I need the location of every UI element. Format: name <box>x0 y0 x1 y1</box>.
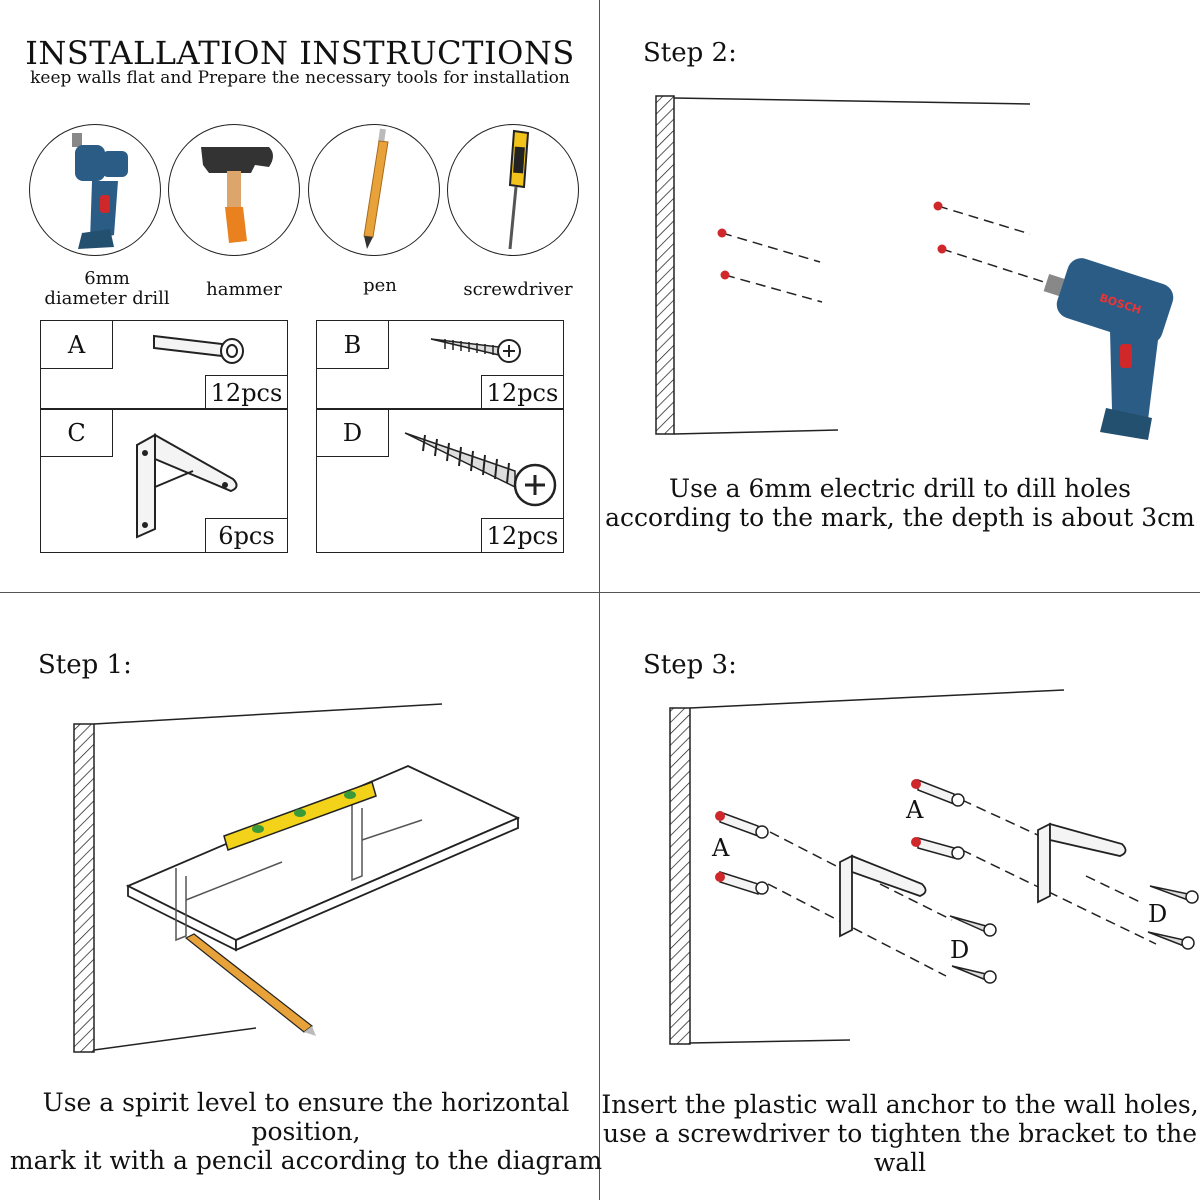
part-box-a: A 12pcs <box>40 320 288 410</box>
wall-section <box>655 95 675 435</box>
hammer-icon <box>201 147 273 243</box>
step2-panel: Step 2: BOSCH Use a 6mm el <box>600 0 1200 600</box>
step2-caption: Use a 6mm electric drill to dill holes a… <box>605 474 1195 532</box>
callout-d-right: D <box>1148 900 1167 928</box>
callout-d-left: D <box>950 936 969 964</box>
step3-caption: Insert the plastic wall anchor to the wa… <box>601 1090 1199 1177</box>
wall-anchors <box>719 778 965 896</box>
bracket-icon <box>136 433 238 539</box>
screwdriver-icon <box>508 129 530 250</box>
step1-caption: Use a spirit level to ensure the horizon… <box>9 1088 603 1175</box>
part-quantity: 6pcs <box>205 518 287 552</box>
step3-panel: Step 3: <box>600 600 1200 1200</box>
part-letter: A <box>41 321 113 369</box>
part-quantity: 12pcs <box>481 518 563 552</box>
part-letter: C <box>41 409 113 457</box>
pencil-icon <box>184 933 316 1036</box>
shelf-brackets <box>175 800 423 942</box>
pen-icon <box>363 128 389 249</box>
horizontal-divider <box>0 592 1200 593</box>
pen-label: pen <box>363 275 397 296</box>
part-quantity: 12pcs <box>481 375 563 409</box>
callout-a-left: A <box>711 834 730 862</box>
page-title: INSTALLATION INSTRUCTIONS <box>25 34 575 72</box>
step3-label: Step 3: <box>643 650 737 680</box>
page-subtitle: keep walls flat and Prepare the necessar… <box>30 68 570 88</box>
shelf-board <box>125 765 521 952</box>
power-drill-icon: BOSCH <box>1043 258 1174 440</box>
hammer-label: hammer <box>206 279 282 300</box>
step1-scene <box>73 703 521 1053</box>
large-screw-icon <box>404 432 557 507</box>
callout-a-right: A <box>905 796 924 824</box>
tool-circle-hammer <box>168 124 300 256</box>
drill-icon <box>72 133 128 249</box>
part-letter: B <box>317 321 389 369</box>
part-letter: D <box>317 409 389 457</box>
step1-panel: Step 1: <box>0 600 602 1200</box>
tools-and-parts-panel: INSTALLATION INSTRUCTIONS keep walls fla… <box>0 0 600 600</box>
drill-label: 6mm diameter drill <box>44 268 170 309</box>
part-box-d: D 12pcs <box>316 408 564 553</box>
tool-circle-drill <box>29 124 161 256</box>
part-box-c: C 6pcs <box>40 408 288 553</box>
screwdriver-label: screwdriver <box>463 279 573 300</box>
vertical-divider <box>599 0 600 1200</box>
drill-marks <box>715 779 921 882</box>
step2-label: Step 2: <box>643 38 737 68</box>
drill-marks <box>717 201 947 280</box>
spirit-level-icon <box>223 781 377 851</box>
part-quantity: 12pcs <box>205 375 287 409</box>
step1-label: Step 1: <box>38 650 132 680</box>
tool-circle-screwdriver <box>447 124 579 256</box>
step3-scene: A A D D <box>669 689 1199 1045</box>
step2-scene: BOSCH <box>655 95 1174 440</box>
small-screw-icon <box>430 338 521 363</box>
brackets <box>839 822 1127 938</box>
part-box-b: B 12pcs <box>316 320 564 410</box>
wall-anchor-icon <box>153 334 244 364</box>
screws <box>949 885 1199 984</box>
wall-section <box>669 707 691 1045</box>
wall-section <box>73 723 95 1053</box>
tool-circle-pen <box>308 124 440 256</box>
